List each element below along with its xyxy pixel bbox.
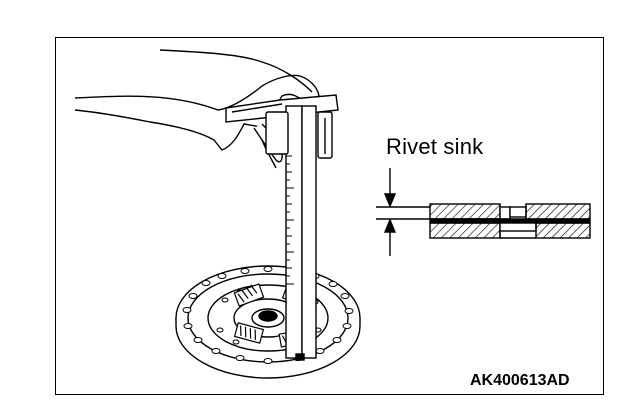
rivet-sink-label: Rivet sink <box>386 134 484 159</box>
caliper-scale <box>286 155 294 285</box>
figure-code: AK400613AD <box>470 372 570 389</box>
dimension-arrows <box>383 168 397 256</box>
vernier-caliper <box>225 94 339 361</box>
rivet-section-detail <box>376 203 591 239</box>
